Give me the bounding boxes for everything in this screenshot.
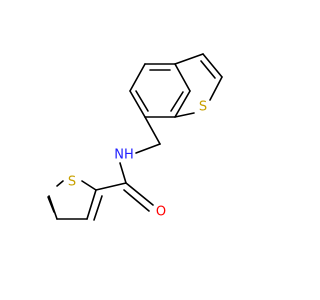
- oxygen-label: O: [156, 205, 166, 220]
- bond: [174, 63, 191, 92]
- atom-label-nh: NH: [114, 148, 134, 163]
- nitrogen-label: NH: [114, 148, 134, 163]
- double-bond-inner: [200, 60, 216, 79]
- bond: [129, 90, 146, 118]
- bond: [174, 90, 191, 118]
- bond: [119, 162, 127, 184]
- sulfur-label: S: [68, 175, 76, 190]
- molecule-canvas: S NH O S: [47, 53, 223, 221]
- sulfur-label: S: [199, 100, 207, 115]
- bond: [174, 53, 204, 65]
- bond: [129, 63, 146, 92]
- bond: [81, 180, 97, 191]
- bond: [209, 76, 223, 101]
- atom-label-o: O: [156, 205, 166, 220]
- bond: [123, 189, 150, 212]
- bond: [135, 143, 161, 154]
- bond: [144, 116, 161, 145]
- bond: [56, 180, 64, 187]
- double-bond-inner: [47, 196, 55, 213]
- bond: [86, 189, 97, 220]
- double-bond-inner: [93, 195, 103, 221]
- structure-drawing: S NH O S: [47, 53, 223, 221]
- atom-label-s-thiophene: S: [68, 175, 76, 190]
- atom-label-s-benzothiophene: S: [199, 100, 207, 115]
- bond: [174, 112, 195, 118]
- bond: [202, 53, 223, 78]
- bond: [125, 182, 154, 206]
- double-bond-inner: [135, 90, 149, 112]
- bond: [95, 182, 127, 191]
- double-bond-inner: [170, 91, 184, 112]
